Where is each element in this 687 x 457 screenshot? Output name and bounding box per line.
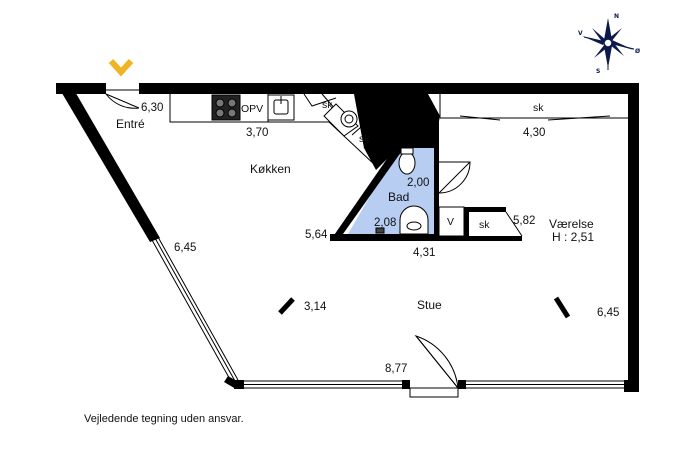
fixture-label-v: V: [447, 216, 454, 228]
entrance-marker-icon: [108, 58, 134, 77]
central-wall-wedge: [354, 94, 440, 170]
partition-left: [278, 297, 295, 315]
compass-v: V: [578, 30, 583, 37]
fixture-label-sk-hall: sk: [479, 219, 490, 231]
bottom-windows: [244, 380, 624, 389]
bathroom-walls: [330, 116, 522, 241]
dim-3-70: 3,70: [246, 127, 268, 139]
dim-6-45-right: 6,45: [597, 307, 619, 319]
dim-8-77: 8,77: [385, 363, 407, 375]
fixture-label-sk-kitchen: sk: [322, 99, 333, 111]
fixture-label-sk-vaerelse: sk: [533, 102, 544, 114]
dim-6-45-left: 6,45: [174, 242, 196, 254]
dim-2-00: 2,00: [407, 177, 429, 189]
vaerelse-wardrobe: [439, 94, 628, 237]
room-label-bad: Bad: [388, 190, 409, 204]
bathroom-fixtures: [375, 147, 471, 237]
dim-4-31: 4,31: [413, 247, 435, 259]
dim-2-08: 2,08: [374, 217, 396, 229]
room-height-vaerelse: H : 2,51: [552, 230, 594, 244]
fixture-label-sk-corner: sk: [359, 133, 370, 145]
kitchen-counter: [169, 93, 383, 167]
diagonal-window: [151, 236, 239, 384]
room-label-entre: Entré: [116, 117, 145, 131]
disclaimer-text: Vejledende tegning uden ansvar.: [84, 413, 244, 425]
fixture-label-opv: OPV: [241, 103, 263, 115]
dim-5-64: 5,64: [305, 229, 328, 241]
room-label-stue: Stue: [417, 298, 442, 312]
terrace-door: [409, 334, 459, 398]
room-label-kokken: Køkken: [250, 162, 291, 176]
compass-n: N: [614, 13, 619, 20]
entrance-door: [105, 89, 140, 109]
partition-right: [553, 296, 571, 319]
room-label-vaerelse: Værelse: [549, 217, 594, 231]
compass-o: Ø: [635, 48, 640, 55]
dim-4-30: 4,30: [523, 127, 545, 139]
dim-5-82: 5,82: [513, 215, 535, 227]
compass-icon: N V Ø S: [578, 13, 640, 75]
dim-3-14: 3,14: [304, 301, 327, 313]
compass-s: S: [596, 68, 600, 75]
outer-walls: [56, 83, 639, 392]
dim-6-30: 6,30: [141, 102, 163, 114]
